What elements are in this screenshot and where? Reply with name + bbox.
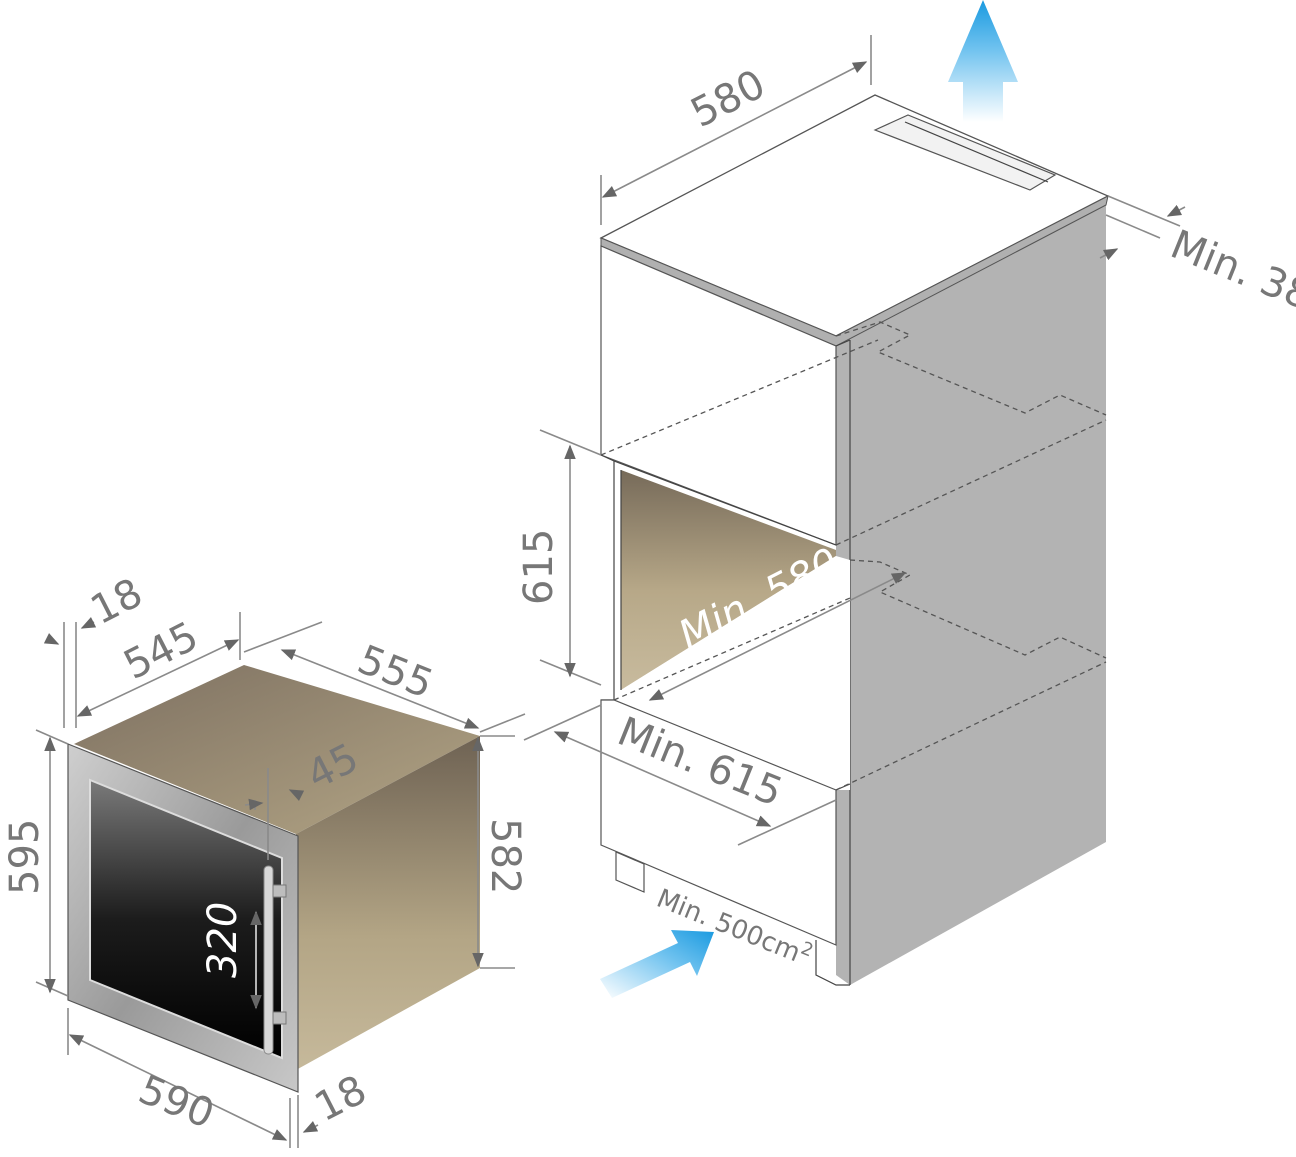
label-body-height: 582 (482, 818, 528, 894)
niche-left-edge (600, 454, 615, 701)
hidden-line-mid (835, 419, 1107, 546)
rear-vent-slot (873, 114, 1057, 191)
label-total-height: 595 (2, 819, 48, 895)
ext-line (539, 429, 602, 456)
door-handle (263, 865, 274, 1055)
upper-panel-side-edge (835, 339, 851, 347)
niche-depth-dimension-line (648, 572, 907, 701)
ext-line (243, 621, 323, 653)
cabinet (599, 94, 1110, 986)
label-niche-height: 615 (516, 529, 562, 605)
door-offset-arrow-a (244, 798, 264, 811)
frame-top-arrow-b (80, 617, 97, 629)
handle-mount-bottom (272, 1011, 287, 1025)
ext-line (479, 713, 526, 733)
airflow-in-arrow (600, 930, 714, 998)
cabinet-dimensions (523, 35, 1186, 846)
body-width-dimension-line (76, 639, 240, 717)
frame-top-arrow-a (43, 633, 60, 645)
handle-mount-top (272, 884, 287, 898)
hidden-line-bottom (835, 661, 1107, 791)
ext-line (35, 981, 69, 997)
hidden-line-lower (849, 559, 1107, 659)
ext-line (1107, 195, 1181, 227)
frame-bottom-arrow (302, 1121, 319, 1133)
niche-top-edge (613, 460, 837, 546)
total-width-dimension-line (68, 1034, 288, 1141)
label-handle-length: 320 (200, 902, 246, 978)
label-top-depth: 580 (684, 61, 773, 137)
cabinet-side-panel (836, 205, 1106, 985)
label-depth: 555 (351, 637, 439, 708)
niche-width-dimension-line (553, 731, 772, 827)
slot-inner-edge (904, 121, 1049, 183)
label-rear-gap: Min. 38 (1164, 222, 1296, 320)
top-depth-dimension-line (601, 61, 868, 198)
label-total-width: 590 (132, 1067, 220, 1138)
ext-line (737, 799, 837, 846)
ext-line (35, 729, 69, 745)
label-body-width: 545 (117, 613, 206, 689)
depth-dimension-line (280, 649, 480, 729)
rear-gap-arrow-a (1166, 204, 1186, 217)
hidden-line-upper-back (600, 339, 879, 456)
label-frame-top: 18 (84, 570, 150, 634)
ext-line (523, 704, 602, 741)
door-offset-arrow-b (288, 789, 305, 801)
appliance (67, 665, 480, 1093)
airflow-up-arrow (948, 0, 1018, 122)
plinth-right (815, 940, 850, 986)
appliance-dimensions (35, 612, 526, 1148)
ext-line (1105, 214, 1161, 239)
plinth-foot (615, 851, 645, 893)
hidden-line-upper (835, 321, 1107, 416)
rear-gap-arrow-b (1099, 248, 1119, 261)
label-frame-bottom: 18 (308, 1067, 374, 1131)
appliance-side (296, 736, 480, 1070)
